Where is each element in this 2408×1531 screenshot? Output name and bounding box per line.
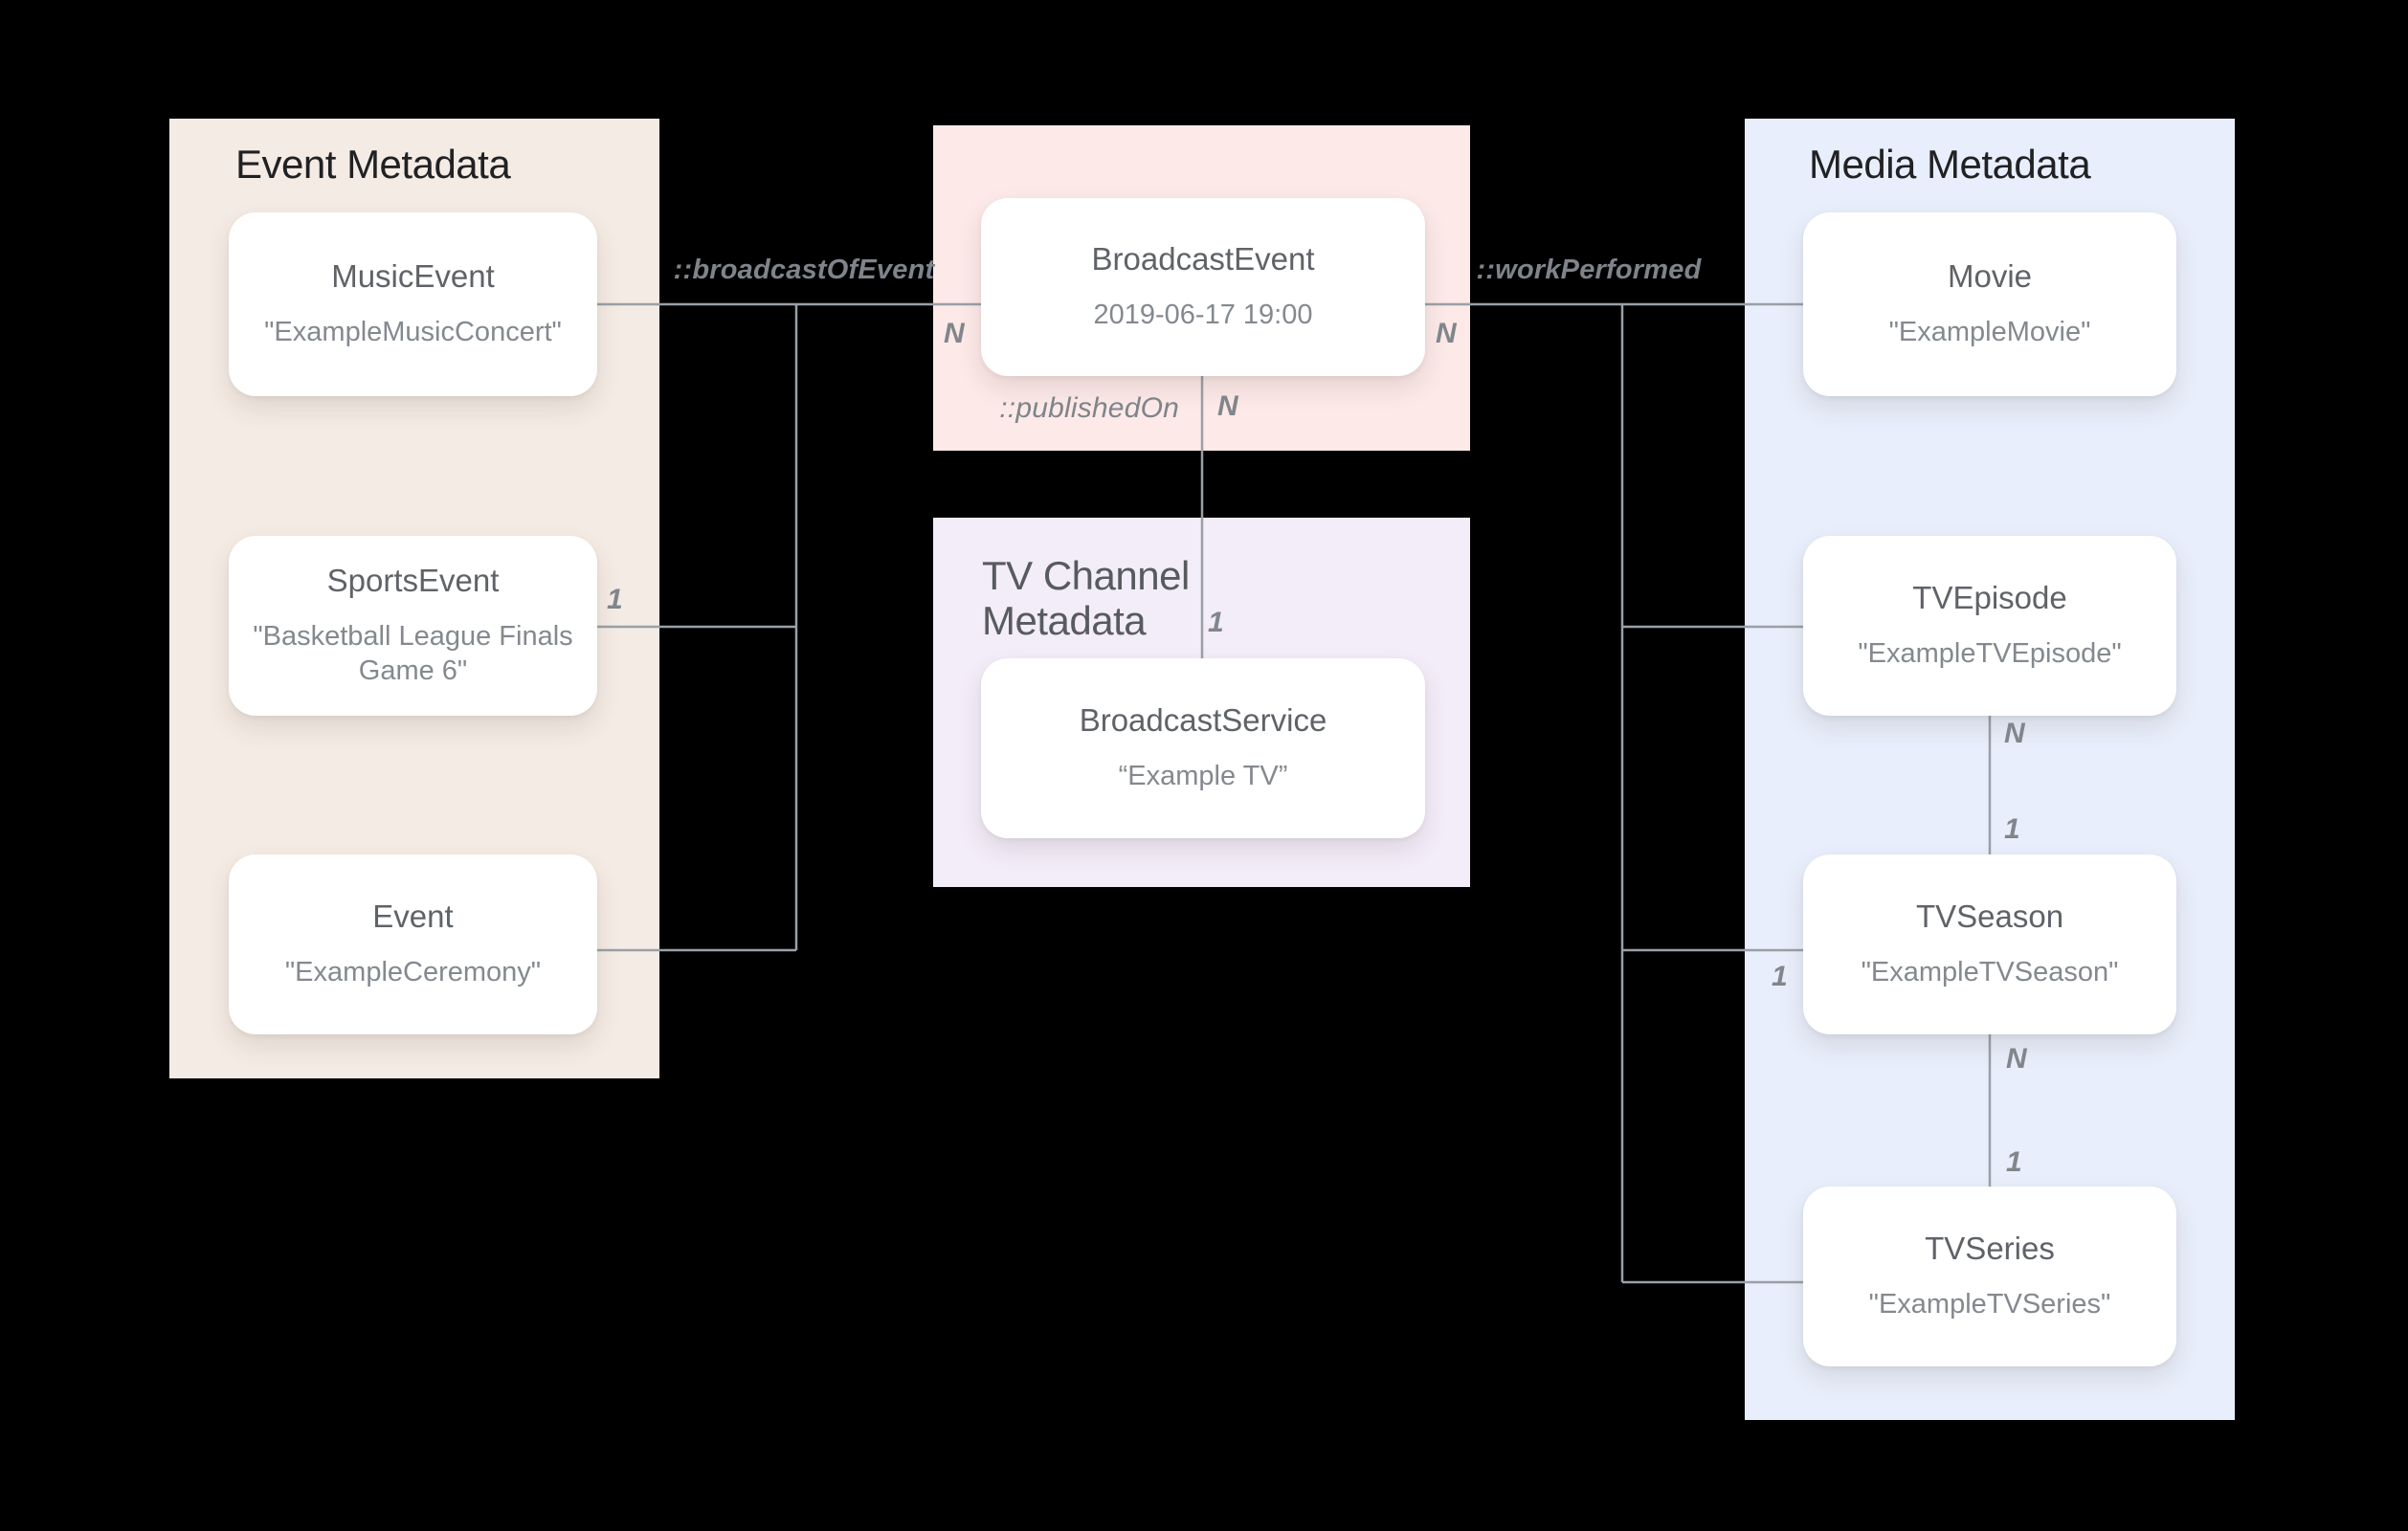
node-value: "ExampleTVEpisode" <box>1858 638 2122 670</box>
node-tvseries: TVSeries "ExampleTVSeries" <box>1803 1187 2176 1366</box>
node-value: "ExampleTVSeason" <box>1861 957 2119 988</box>
node-tvseason: TVSeason "ExampleTVSeason" <box>1803 854 2176 1034</box>
node-value: "Basketball League Finals Game 6" <box>253 620 573 687</box>
node-broadcastservice: BroadcastService “Example TV” <box>981 658 1425 838</box>
node-value: "ExampleMusicConcert" <box>264 317 562 348</box>
node-sportsevent: SportsEvent "Basketball League Finals Ga… <box>229 536 597 716</box>
node-value: “Example TV” <box>1118 761 1288 792</box>
cardinality-broadcastservice-1: 1 <box>1208 607 1224 638</box>
node-value: "ExampleCeremony" <box>284 957 542 988</box>
label-workPerformed: ::workPerformed <box>1476 255 1702 285</box>
node-title: TVEpisode <box>1912 579 2067 615</box>
node-title: BroadcastEvent <box>1091 240 1315 277</box>
node-value: 2019-06-17 19:00 <box>1093 300 1313 331</box>
node-title: MusicEvent <box>331 257 495 294</box>
node-movie: Movie "ExampleMovie" <box>1803 212 2176 396</box>
cardinality-publishedon-n: N <box>1217 390 1238 422</box>
node-musicevent: MusicEvent "ExampleMusicConcert" <box>229 212 597 396</box>
cardinality-movie-n: N <box>1436 318 1457 349</box>
cardinality-sportsevent-1: 1 <box>607 584 623 615</box>
node-value: "ExampleTVSeries" <box>1868 1289 2111 1320</box>
node-event: Event "ExampleCeremony" <box>229 854 597 1034</box>
node-tvepisode: TVEpisode "ExampleTVEpisode" <box>1803 536 2176 716</box>
node-title: TVSeason <box>1915 898 2064 934</box>
node-title: Event <box>372 898 454 934</box>
cardinality-tvepisode-bottom-n: N <box>2004 718 2025 749</box>
cardinality-tvseries-top-1: 1 <box>2006 1146 2022 1178</box>
node-broadcastevent: BroadcastEvent 2019-06-17 19:00 <box>981 198 1425 376</box>
label-publishedOn: ::publishedOn <box>999 392 1179 424</box>
cardinality-tvseason-top-1: 1 <box>2004 813 2020 845</box>
cardinality-tvseason-bottom-n: N <box>2006 1043 2027 1075</box>
label-broadcastOfEvent: ::broadcastOfEvent <box>673 255 935 285</box>
cardinality-musicevent-n: N <box>944 318 965 349</box>
node-title: TVSeries <box>1925 1230 2055 1266</box>
event-metadata-title: Event Metadata <box>235 142 511 187</box>
tv-channel-metadata-title: TV Channel Metadata <box>982 553 1190 644</box>
node-title: SportsEvent <box>326 562 500 598</box>
media-metadata-title: Media Metadata <box>1809 142 2091 187</box>
node-title: Movie <box>1947 257 2033 294</box>
node-value: "ExampleMovie" <box>1888 317 2091 348</box>
node-title: BroadcastService <box>1079 701 1327 738</box>
cardinality-tvseason-left-1: 1 <box>1772 961 1788 992</box>
